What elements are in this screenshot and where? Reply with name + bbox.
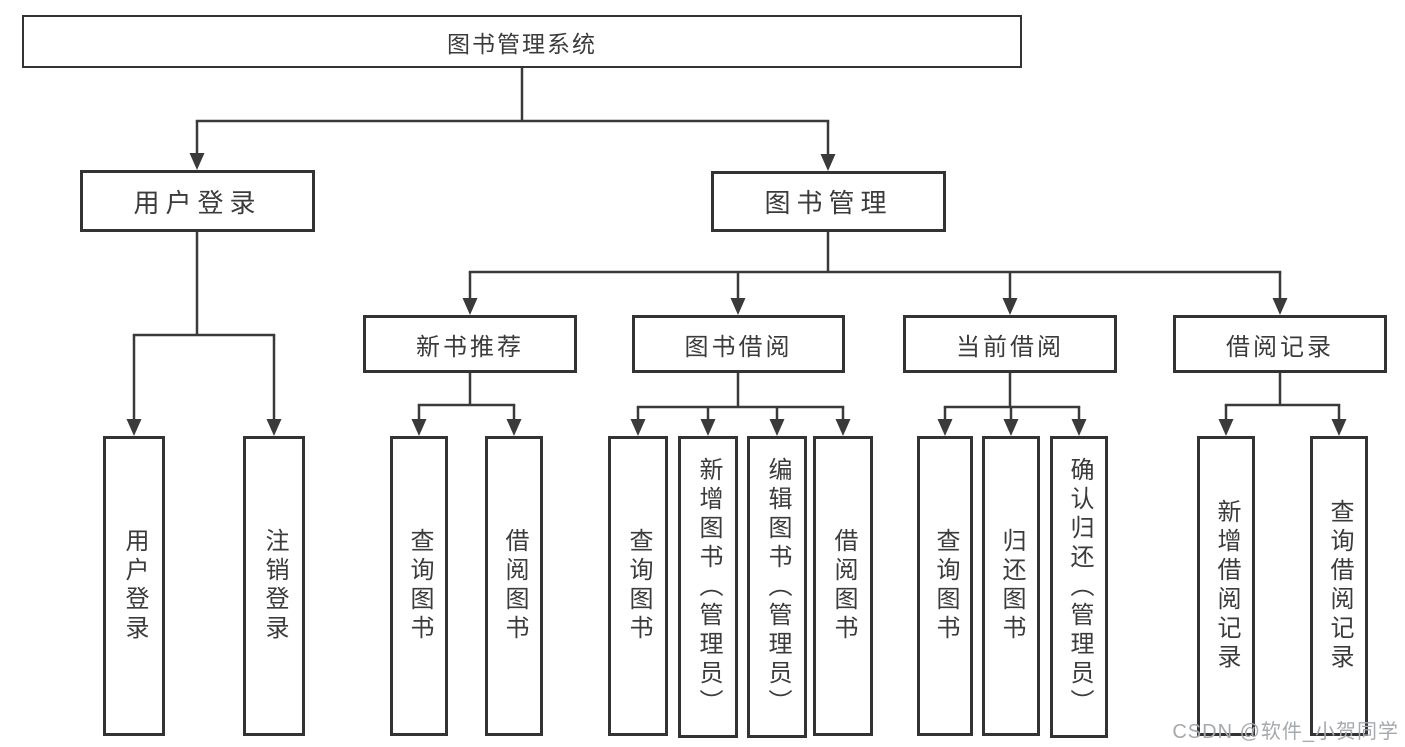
leaf-user-login: 用户登录 <box>103 436 165 736</box>
node-current-borrowing: 当前借阅 <box>903 315 1117 373</box>
leaf-nb-borrow-books: 借阅图书 <box>485 436 543 736</box>
leaf-cb-confirm-return: 确认归还（管理员） <box>1050 436 1108 738</box>
leaf-nb-query-books: 查询图书 <box>390 436 448 736</box>
leaf-logout: 注销登录 <box>243 436 305 736</box>
leaf-bb-edit-books: 编辑图书（管理员） <box>747 436 807 738</box>
edges-borrowing-records-to-leaves <box>1218 373 1347 436</box>
leaf-cb-return-books: 归还图书 <box>982 436 1040 736</box>
node-system-root: 图书管理系统 <box>22 15 1022 68</box>
node-borrowing-records: 借阅记录 <box>1173 315 1387 373</box>
leaf-bb-query-books: 查询图书 <box>608 436 668 736</box>
leaf-br-add-record: 新增借阅记录 <box>1197 436 1255 736</box>
leaf-cb-query-books: 查询图书 <box>917 436 973 736</box>
csdn-watermark: CSDN @软件_小贺同学 <box>1172 721 1399 743</box>
edges-root-to-level2 <box>189 68 836 171</box>
edges-book-borrowing-to-leaves <box>630 373 851 436</box>
edges-current-borrowing-to-leaves <box>937 373 1087 436</box>
edges-user-login-to-leaves <box>126 232 282 436</box>
node-user-login: 用户登录 <box>80 170 315 232</box>
leaf-bb-add-books: 新增图书（管理员） <box>678 436 738 738</box>
node-book-management: 图书管理 <box>711 171 946 232</box>
node-book-borrowing: 图书借阅 <box>632 315 845 373</box>
leaf-bb-borrow-books: 借阅图书 <box>813 436 873 736</box>
edges-book-management-to-level3 <box>462 232 1288 315</box>
edges-new-book-recommend-to-leaves <box>411 373 522 436</box>
leaf-br-query-record: 查询借阅记录 <box>1310 436 1368 736</box>
node-new-book-recommend: 新书推荐 <box>363 315 577 373</box>
